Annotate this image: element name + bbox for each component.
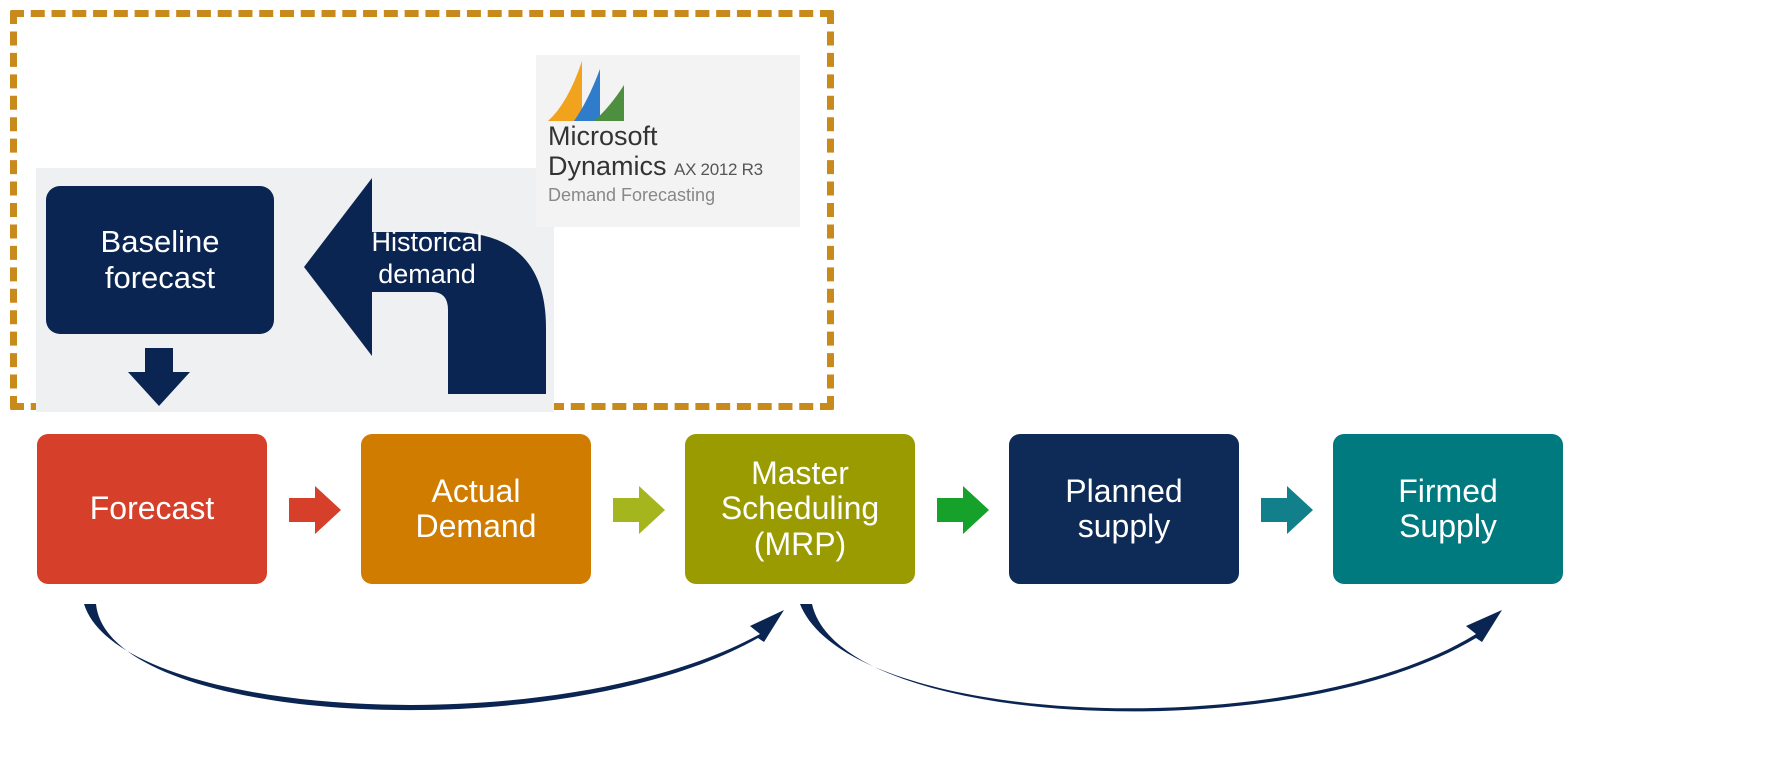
step-arrow-icon-1 (289, 486, 341, 534)
logo-brand-text: Microsoft (548, 121, 658, 151)
step-arrow-icon-4 (1261, 486, 1313, 534)
step-actual-demand: Actual Demand (361, 434, 591, 584)
curve-forecast-to-mrp (84, 604, 784, 711)
dynamics-logo-icon (548, 61, 624, 121)
baseline-forecast-box: Baseline forecast (46, 186, 274, 334)
logo-product-name: Dynamics (548, 151, 667, 181)
step-firmed-supply-label: Firmed Supply (1398, 472, 1498, 544)
feedback-curves (84, 604, 1502, 712)
step-forecast: Forecast (37, 434, 267, 584)
step-arrow-icon-3 (937, 486, 989, 534)
historical-demand-arrow (304, 178, 546, 394)
curve-mrp-to-firmed (800, 604, 1502, 712)
historical-demand-label: Historical demand (371, 227, 483, 290)
logo-product-text: Dynamics AX 2012 R3 (548, 151, 763, 185)
down-arrow-icon (128, 348, 190, 406)
step-forecast-label: Forecast (89, 490, 215, 527)
step-firmed-supply: Firmed Supply (1333, 434, 1563, 584)
step-planned-supply-label: Planned supply (1065, 472, 1183, 544)
step-planned-supply: Planned supply (1009, 434, 1239, 584)
step-arrow-icon-2 (613, 486, 665, 534)
step-actual-demand-label: Actual Demand (415, 472, 537, 544)
step-master-scheduling-label: Master Scheduling (MRP) (720, 455, 880, 562)
logo-version: AX 2012 R3 (674, 160, 763, 179)
step-master-scheduling: Master Scheduling (MRP) (685, 434, 915, 584)
baseline-forecast-label: Baseline forecast (100, 223, 220, 295)
logo-module-text: Demand Forecasting (548, 185, 716, 205)
dynamics-logo: Microsoft Dynamics AX 2012 R3 Demand For… (536, 55, 800, 227)
